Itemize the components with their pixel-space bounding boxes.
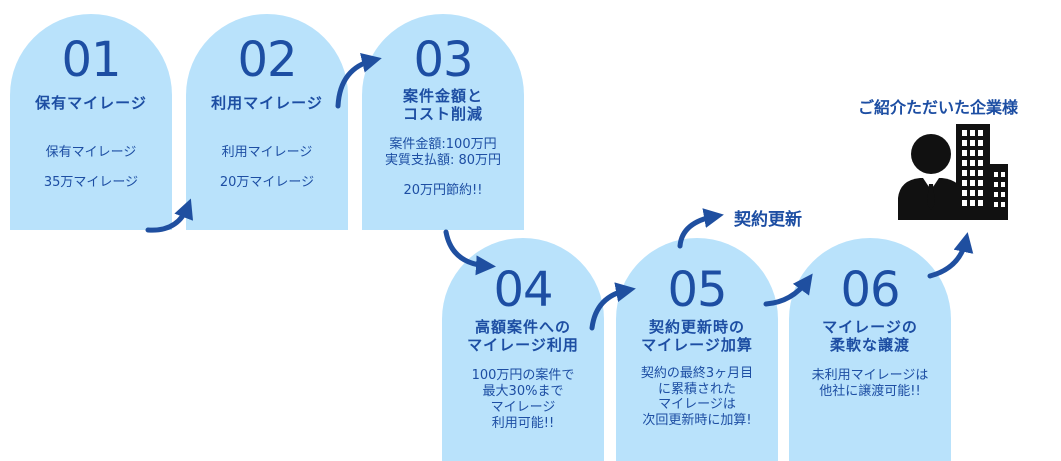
step-body-line: マイレージは [658,397,736,412]
step-body-line: マイレージ [490,400,556,415]
step-body: 100万円の案件で 最大30%まで マイレージ 利用可能!! [446,368,600,432]
arrow-06-company-icon [927,232,974,279]
arrow-04-05-icon [589,282,636,331]
step-body-line: に累積された [657,381,736,397]
company-label: ご紹介ただいた企業様 [858,98,1019,117]
step-body-line: 次回更新時に加算! [642,412,752,428]
arrow-05-06-icon [763,273,813,307]
renewal-label: 契約更新 [734,210,802,230]
step-body-line: 100万円の案件で [471,368,575,383]
step-number: 04 [493,262,553,318]
step-title: 案件金額と コスト削減 [402,87,483,123]
step-title: 利用マイレージ [211,94,323,112]
step-title: 契約更新時の マイレージ加算 [641,318,753,354]
step-number: 02 [237,32,297,88]
step-number: 03 [413,32,473,88]
step-body-line: 35万マイレージ [43,175,139,190]
step-body: 案件金額:100万円 実質支払額: 80万円 20万円節約!! [366,137,520,199]
step-number: 01 [61,32,121,88]
step-card-04: 04 高額案件への マイレージ利用 100万円の案件で 最大30%まで マイレー… [442,238,604,461]
step-card-01: 01 保有マイレージ 保有マイレージ 35万マイレージ [10,14,172,230]
step-number: 06 [840,262,900,318]
step-body: 保有マイレージ 35万マイレージ [14,138,168,198]
company-building-person-icon [898,124,1008,220]
step-number: 05 [667,262,727,318]
step-body-line: 最大30%まで [482,384,564,399]
arrow-03-04-icon [443,229,496,276]
step-body: 利用マイレージ 20万マイレージ [190,138,344,198]
step-body-line: 案件金額:100万円 [389,137,497,152]
step-body: 契約の最終3ヶ月目 に累積された マイレージは 次回更新時に加算! [620,366,774,428]
step-body-line: 利用可能!! [491,416,555,431]
step-body-line: 20万円節約!! [403,183,483,198]
arrow-01-02-icon [145,198,194,233]
step-card-06: 06 マイレージの 柔軟な譲渡 未利用マイレージは 他社に譲渡可能!! [789,238,951,461]
step-body-line: 契約の最終3ヶ月目 [640,366,754,381]
step-body-line: 実質支払額: 80万円 [384,153,502,168]
step-title: 保有マイレージ [35,94,147,112]
step-title: マイレージの 柔軟な譲渡 [822,318,918,354]
step-body: 未利用マイレージは 他社に譲渡可能!! [793,368,947,400]
step-body-line: 未利用マイレージは [811,368,929,383]
step-body-line: 利用マイレージ [221,145,313,160]
step-body-line: 他社に譲渡可能!! [819,384,921,399]
step-title: 高額案件への マイレージ利用 [467,318,579,354]
step-body-line: 20万マイレージ [219,175,315,190]
step-card-03: 03 案件金額と コスト削減 案件金額:100万円 実質支払額: 80万円 20… [362,14,524,230]
step-card-05: 05 契約更新時の マイレージ加算 契約の最終3ヶ月目 に累積された マイレージ… [616,238,778,461]
arrow-02-03-icon [335,53,382,109]
step-body-line: 保有マイレージ [45,145,137,160]
step-card-02: 02 利用マイレージ 利用マイレージ 20万マイレージ [186,14,348,230]
arrow-05-renewal-icon [677,208,724,249]
